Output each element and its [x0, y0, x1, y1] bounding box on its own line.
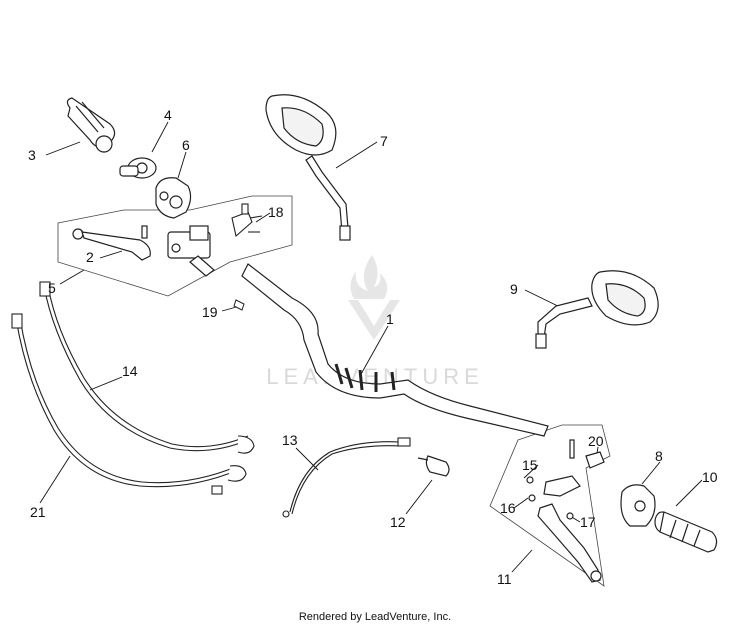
- right-mirror: [535, 270, 659, 349]
- callout-18: 18: [268, 204, 284, 220]
- callout-3: 3: [28, 147, 36, 163]
- switch-housing: [155, 177, 192, 219]
- leadventure-watermark: LEADVENTURE: [266, 255, 479, 389]
- callout-16: 16: [500, 500, 516, 516]
- callout-19: 19: [202, 304, 218, 320]
- callout-8: 8: [655, 448, 663, 464]
- footer-credit: Rendered by LeadVenture, Inc.: [298, 611, 452, 623]
- banjo-fittings: [231, 203, 263, 238]
- callout-4: 4: [164, 107, 172, 123]
- throttle-cables: [11, 281, 255, 495]
- callout-14: 14: [122, 363, 138, 379]
- brake-switch: [417, 455, 450, 477]
- callout-17: 17: [580, 514, 596, 530]
- callout-7: 7: [380, 133, 388, 149]
- callout-15: 15: [522, 457, 538, 473]
- callout-1: 1: [386, 311, 394, 327]
- clutch-lever: [72, 225, 151, 261]
- callout-20: 20: [588, 433, 604, 449]
- brake-lever: [526, 439, 605, 583]
- bleeder-screw: [233, 299, 245, 311]
- callout-2: 2: [86, 249, 94, 265]
- callout-12: 12: [390, 514, 406, 530]
- callout-9: 9: [510, 281, 518, 297]
- left-mirror: [265, 94, 351, 241]
- callout-13: 13: [282, 432, 298, 448]
- right-switch-housing: [620, 484, 656, 527]
- master-cylinder: [167, 225, 215, 277]
- throttle-housing: [119, 157, 157, 179]
- handlebar: [241, 263, 549, 437]
- callout-6: 6: [182, 137, 190, 153]
- clutch-cable: [282, 437, 411, 518]
- callout-21: 21: [30, 504, 46, 520]
- left-grip: [66, 97, 116, 153]
- callout-11: 11: [497, 571, 512, 587]
- callout-10: 10: [702, 469, 718, 485]
- callout-5: 5: [48, 280, 56, 296]
- right-grip: [654, 511, 718, 553]
- leader-lines: [39, 121, 703, 573]
- callout-labels: 3 4 6 7 18 2 5 19 1 9 14 13 20 8 15 10 1…: [28, 107, 718, 587]
